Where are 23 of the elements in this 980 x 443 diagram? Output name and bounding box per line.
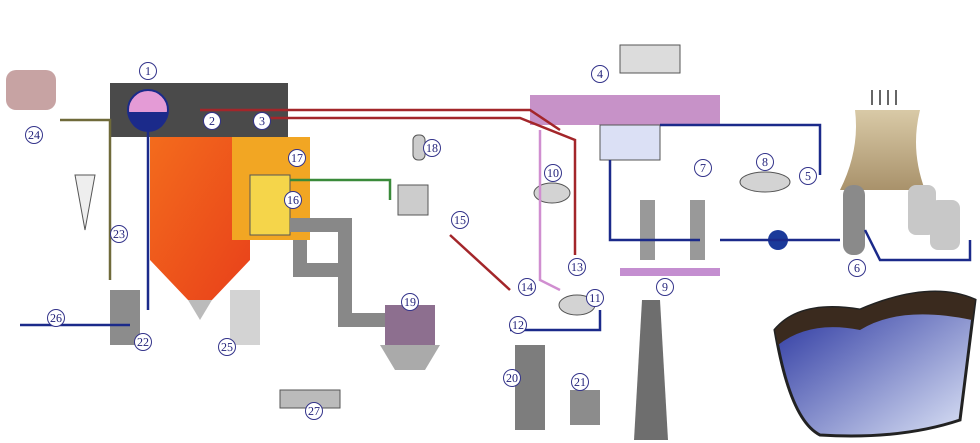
callout-number: 27 xyxy=(305,402,323,420)
callout-number: 20 xyxy=(503,369,521,387)
callout-number: 10 xyxy=(544,164,562,182)
callout-number: 6 xyxy=(848,259,866,277)
callout-number: 5 xyxy=(799,167,817,185)
callout-number: 25 xyxy=(218,338,236,356)
callout-number: 18 xyxy=(423,139,441,157)
callout-number: 12 xyxy=(509,316,527,334)
callout-number: 4 xyxy=(591,65,609,83)
callout-number: 14 xyxy=(518,278,536,296)
callout-number: 23 xyxy=(110,225,128,243)
callout-number: 15 xyxy=(451,211,469,229)
callout-number: 21 xyxy=(571,373,589,391)
callout-number: 19 xyxy=(401,293,419,311)
callout-number: 22 xyxy=(134,333,152,351)
callout-number: 13 xyxy=(568,258,586,276)
callout-number: 8 xyxy=(756,153,774,171)
callout-number: 26 xyxy=(47,309,65,327)
callout-number: 11 xyxy=(586,289,604,307)
callout-number: 1 xyxy=(139,62,157,80)
callout-number: 7 xyxy=(694,159,712,177)
callout-number: 24 xyxy=(25,126,43,144)
callout-number: 9 xyxy=(656,278,674,296)
